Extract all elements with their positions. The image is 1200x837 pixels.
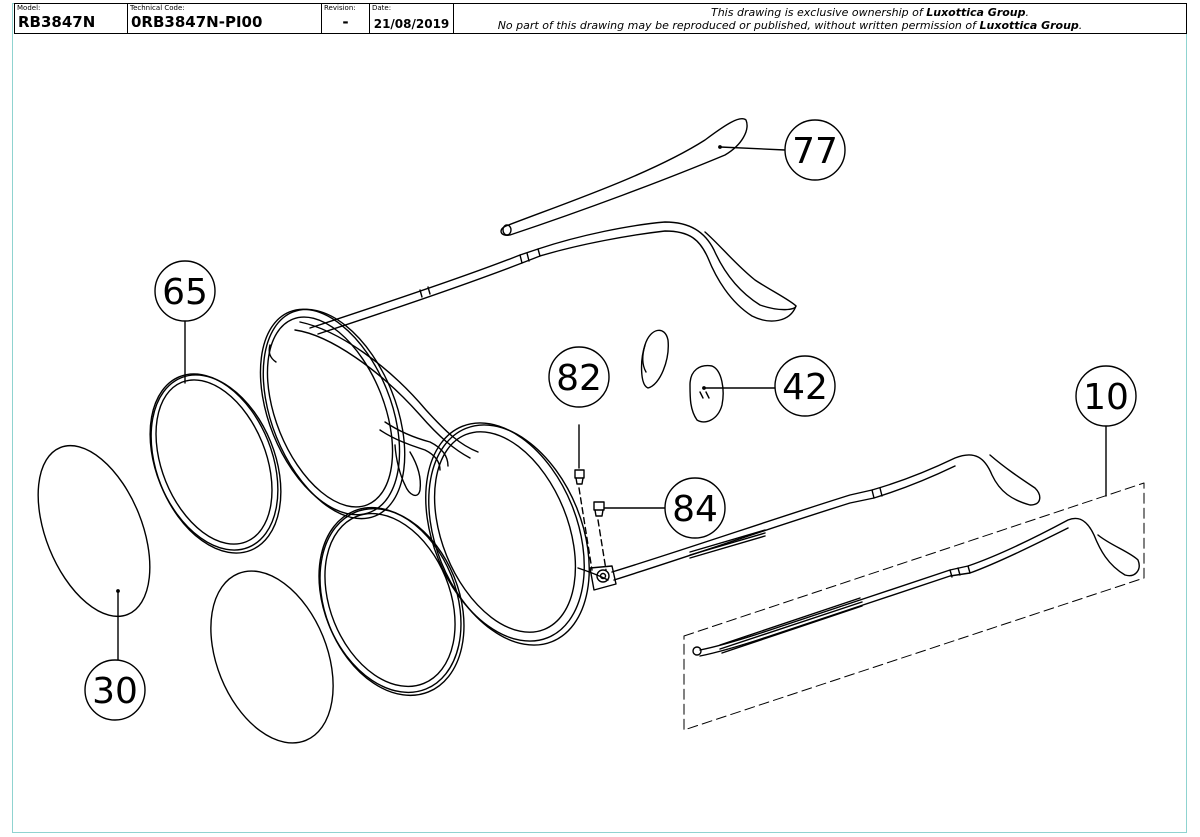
ownership-suffix: . <box>1025 6 1030 19</box>
model-cell: Model: RB3847N <box>15 4 128 33</box>
reproduction-prefix: No part of this drawing may be reproduce… <box>497 19 980 32</box>
callout-30: 30 <box>84 659 146 721</box>
reproduction-company: Luxottica Group <box>979 19 1079 32</box>
copyright-cell: This drawing is exclusive ownership of L… <box>454 4 1186 33</box>
rim-part <box>149 318 465 697</box>
callout-10-label: 10 <box>1083 377 1129 418</box>
revision-value: - <box>342 13 349 31</box>
callout-82-label: 82 <box>556 358 602 399</box>
lens-part <box>37 444 334 744</box>
callout-65: 65 <box>154 260 216 322</box>
callout-42: 42 <box>774 355 836 417</box>
temple-assembly-part <box>683 423 1145 731</box>
technical-code-label: Technical Code: <box>130 4 185 12</box>
technical-code-value: 0RB3847N-PI00 <box>131 13 263 31</box>
revision-cell: Revision: - <box>322 4 370 33</box>
ownership-prefix: This drawing is exclusive ownership of <box>710 6 927 19</box>
callout-77: 77 <box>784 119 846 181</box>
date-cell: Date: 21/08/2019 <box>370 4 454 33</box>
callout-84: 84 <box>664 477 726 539</box>
nose-pad-part <box>640 329 776 423</box>
date-label: Date: <box>372 4 392 12</box>
reproduction-notice: No part of this drawing may be reproduce… <box>424 19 1156 32</box>
assembled-front-frame <box>259 308 1041 646</box>
title-block: Model: RB3847N Technical Code: 0RB3847N-… <box>14 3 1187 34</box>
upper-temple-arm <box>309 221 797 335</box>
callout-65-label: 65 <box>162 272 208 313</box>
ownership-notice: This drawing is exclusive ownership of L… <box>504 6 1200 19</box>
revision-label: Revision: <box>324 4 356 12</box>
screw-parts <box>574 424 669 571</box>
callout-77-label: 77 <box>792 131 838 172</box>
callout-84-label: 84 <box>672 489 718 530</box>
temple-tip-part <box>500 118 748 237</box>
leader-77 <box>719 146 786 151</box>
callout-82: 82 <box>548 346 610 408</box>
date-value: 21/08/2019 <box>373 17 450 31</box>
model-value: RB3847N <box>18 13 96 31</box>
model-label: Model: <box>17 4 41 12</box>
technical-code-cell: Technical Code: 0RB3847N-PI00 <box>128 4 322 33</box>
callout-42-label: 42 <box>782 367 828 408</box>
callout-10: 10 <box>1075 365 1137 427</box>
reproduction-suffix: . <box>1078 19 1083 32</box>
ownership-company: Luxottica Group <box>926 6 1026 19</box>
callout-30-label: 30 <box>92 671 138 712</box>
